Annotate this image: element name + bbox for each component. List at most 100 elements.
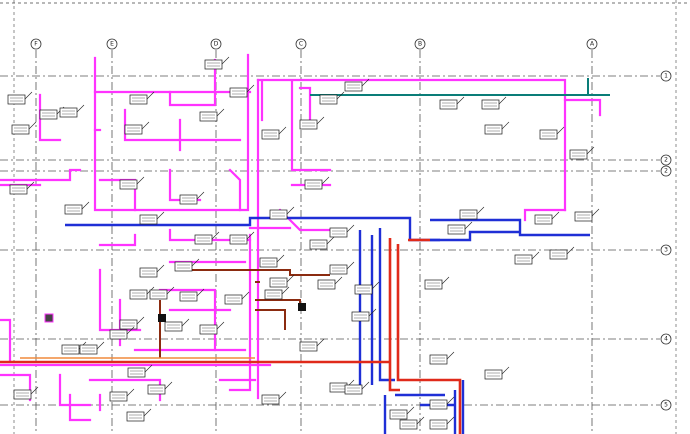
pipe-tag [109, 388, 135, 402]
pipe-tag-layer [7, 56, 600, 430]
svg-text:2: 2 [664, 157, 668, 164]
pipe-tag [269, 274, 295, 288]
svg-text:E: E [110, 41, 114, 48]
pipe-tag [124, 121, 150, 135]
grid-bubbles-right: 1 2 2 3 4 5 [660, 70, 672, 411]
pipe-tag [64, 201, 90, 215]
pipe-tag [179, 191, 205, 205]
grid-bubble-row-4: 3 [660, 244, 672, 256]
pipe-tag [459, 206, 485, 220]
svg-text:2: 2 [664, 168, 668, 175]
pipe-tag [79, 341, 105, 355]
pipe-tag [439, 96, 465, 110]
pipe-tag [13, 386, 39, 400]
grid-bubble-d: D [210, 38, 222, 50]
pipe-tag [194, 231, 220, 245]
equipment-box [158, 314, 166, 322]
pipe-tag [304, 176, 330, 190]
blue-pipe-network [65, 216, 590, 434]
pipe-tag [9, 181, 35, 195]
pipe-tag [574, 208, 600, 222]
pipe-tag [261, 126, 287, 140]
svg-text:1: 1 [664, 73, 668, 80]
pipe-tag [299, 338, 325, 352]
pipe-tag [139, 264, 165, 278]
pipe-tag [264, 286, 290, 300]
grid-bubble-row-3: 2 [660, 165, 672, 177]
pipe-tag [199, 321, 225, 335]
pipe-tag [259, 254, 285, 268]
grid-bubble-f: F [30, 38, 42, 50]
pipe-tag [229, 231, 255, 245]
pipe-tag [317, 276, 343, 290]
pipe-tag [119, 316, 145, 330]
pipe-tag [139, 211, 165, 225]
pipe-tag [11, 121, 37, 135]
pipe-tag [484, 366, 510, 380]
pipe-tag [447, 221, 473, 235]
pipe-tag [174, 258, 200, 272]
pipe-tag [424, 276, 450, 290]
svg-text:D: D [214, 41, 219, 48]
pipe-tag [126, 408, 152, 422]
grid-lines [0, 50, 660, 434]
equipment-box [44, 313, 54, 323]
svg-text:3: 3 [664, 247, 668, 254]
svg-text:4: 4 [664, 336, 668, 343]
grid-bubble-row-5: 4 [660, 333, 672, 345]
pipe-tag [389, 406, 415, 420]
pipe-tag [481, 96, 507, 110]
pipe-tag [204, 56, 230, 70]
grid-bubble-e: E [106, 38, 118, 50]
pipe-tag [129, 91, 155, 105]
pipe-tag [569, 146, 595, 160]
magenta-pipe-network [0, 53, 602, 422]
grid-bubble-row-1: 1 [660, 70, 672, 82]
pipe-tag [484, 121, 510, 135]
pipe-tag [399, 416, 425, 430]
pipe-tag [269, 206, 295, 220]
svg-text:C: C [299, 41, 303, 48]
pipe-tag [261, 391, 287, 405]
grid-bubble-c: C [295, 38, 307, 50]
pipe-tag [549, 246, 575, 260]
pipe-tag [109, 326, 135, 340]
teal-pipe [310, 78, 610, 96]
pipe-tag [534, 211, 560, 225]
pipe-tag [229, 84, 255, 98]
svg-text:A: A [590, 41, 595, 48]
svg-text:5: 5 [664, 402, 668, 409]
pipe-tag [539, 126, 565, 140]
pipe-tag [354, 281, 380, 295]
pipe-tag [514, 251, 540, 265]
pipe-tag [344, 78, 370, 92]
pipe-tag [7, 91, 33, 105]
pipe-tag [429, 351, 455, 365]
red-pipe-network [0, 238, 462, 434]
pipe-tag [59, 104, 85, 118]
pipe-tag [351, 308, 377, 322]
pipe-tag [309, 236, 335, 250]
grid-bubble-row-6: 5 [660, 399, 672, 411]
pipe-tag [149, 286, 175, 300]
pipe-tag [119, 176, 145, 190]
equipment-box [298, 303, 306, 311]
pipe-tag [319, 91, 345, 105]
pipe-tag [147, 381, 173, 395]
pipe-tag [224, 291, 250, 305]
pipe-tag [429, 396, 455, 410]
pipe-tag [344, 381, 370, 395]
svg-text:F: F [34, 41, 38, 48]
pipe-tag [329, 261, 355, 275]
pipe-tag [179, 288, 205, 302]
pipe-tag [199, 108, 225, 122]
pipe-tag [299, 116, 325, 130]
grid-bubble-a: A [586, 38, 598, 50]
pipe-tag [164, 318, 190, 332]
pipe-tag [127, 364, 153, 378]
pipe-tag [329, 224, 355, 238]
pipe-tag [429, 416, 455, 430]
